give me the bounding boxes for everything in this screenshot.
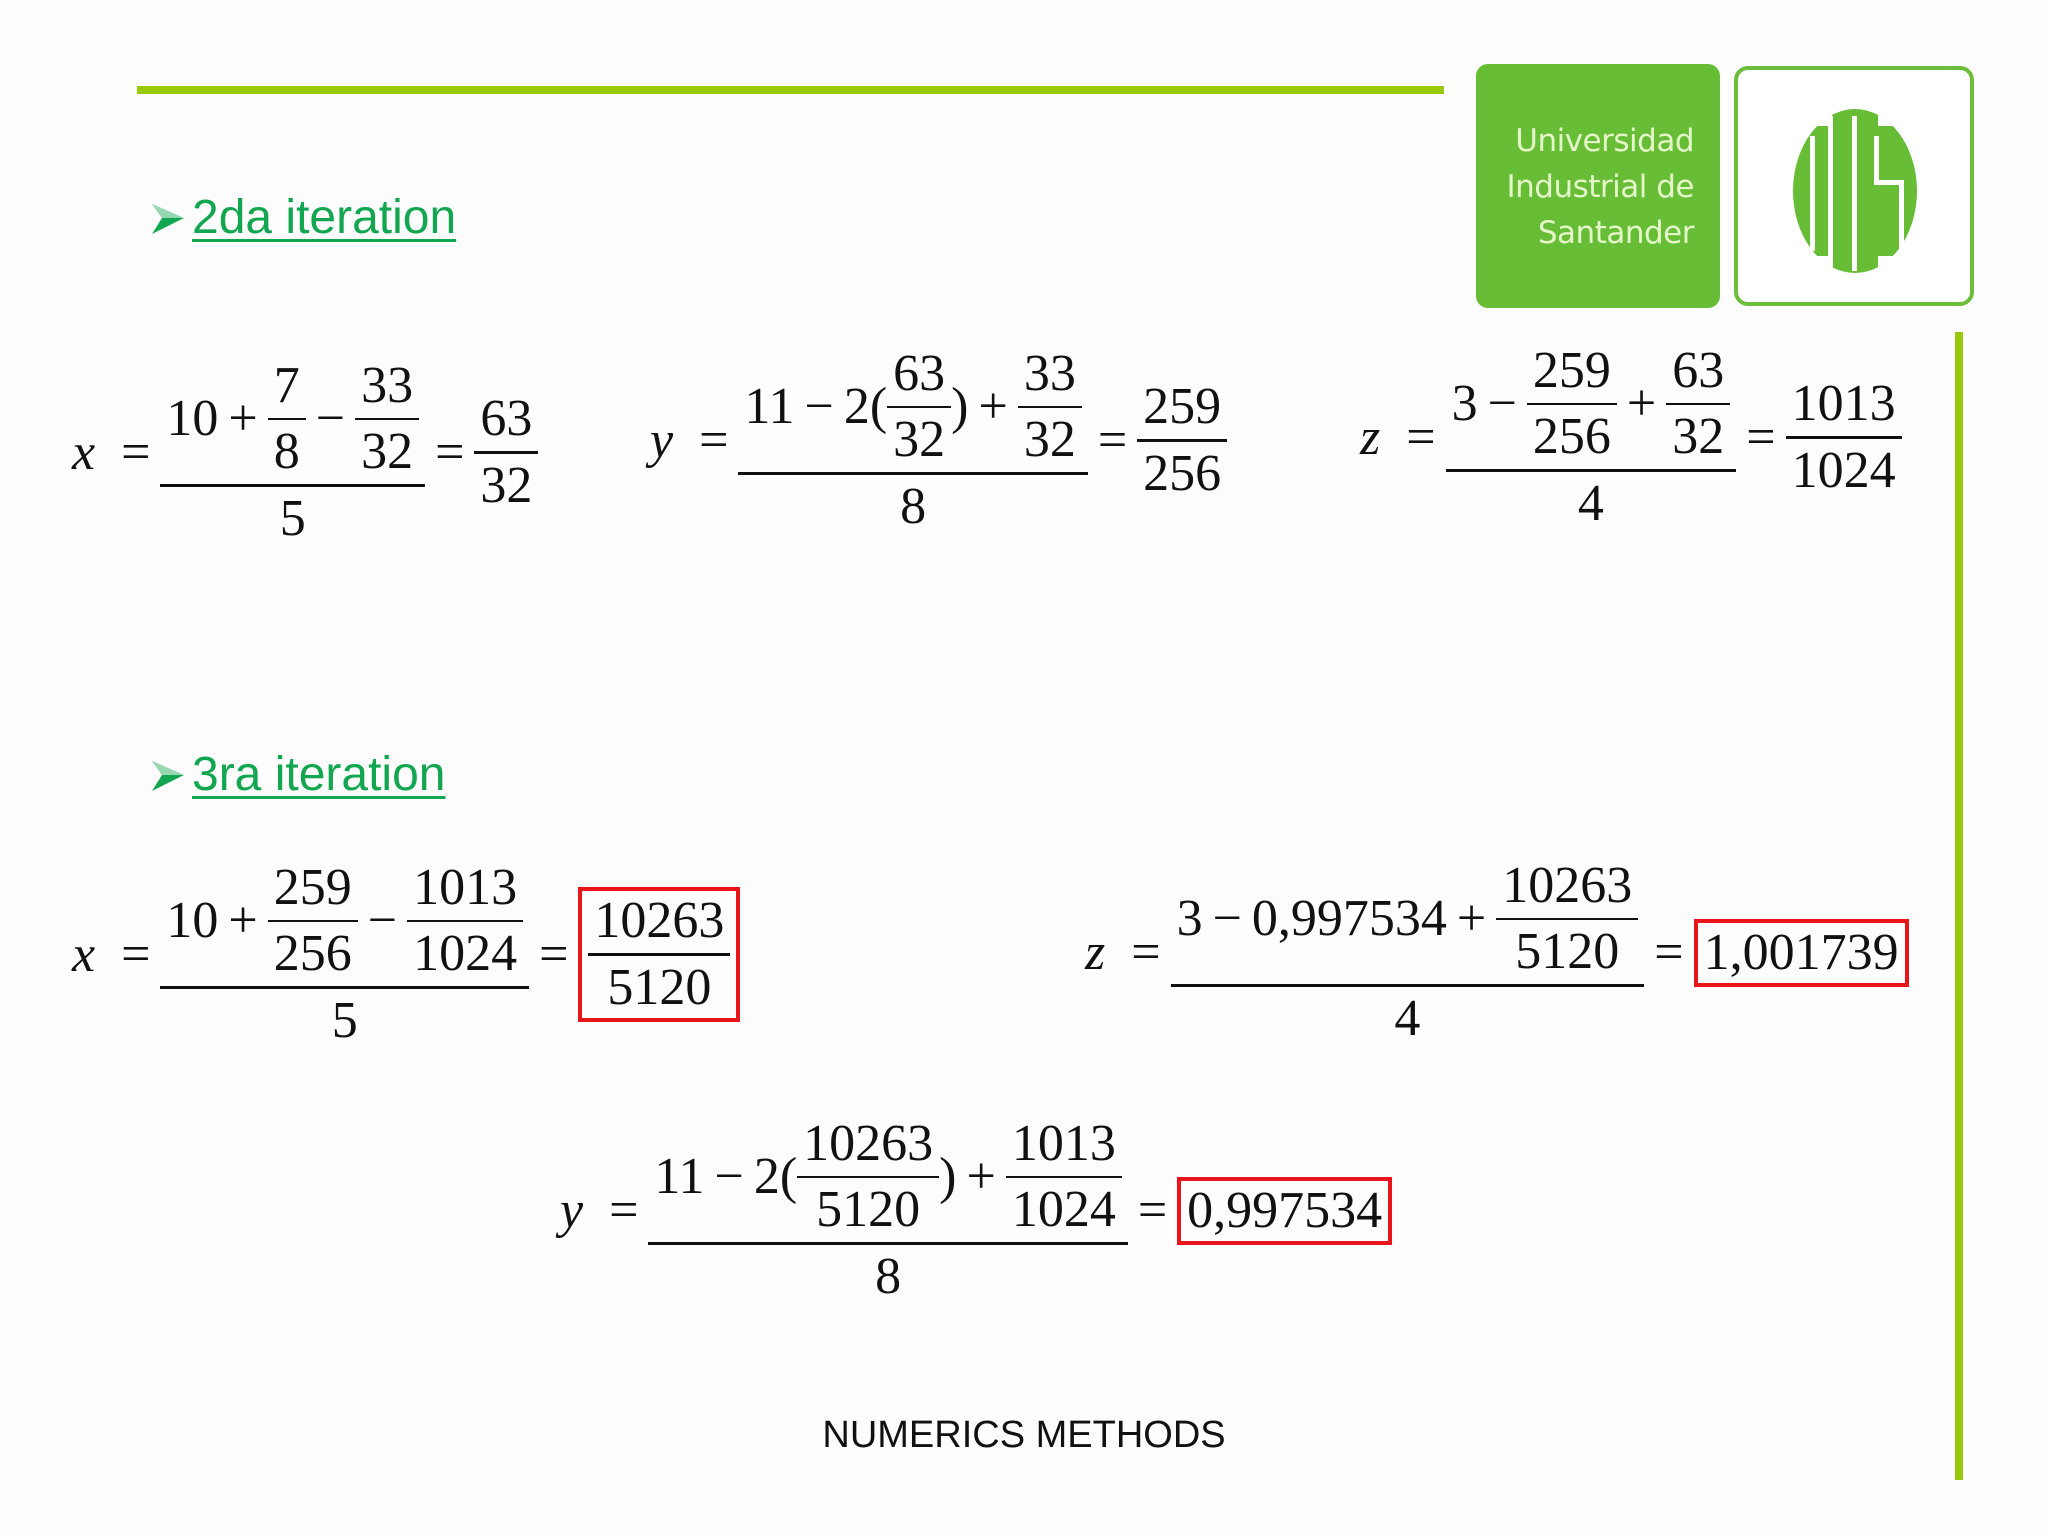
operator: + xyxy=(1626,375,1657,432)
variable-y: y xyxy=(650,411,674,469)
highlighted-result-z: 1,001739 xyxy=(1693,918,1909,987)
side-rule-divider xyxy=(1955,332,1963,1480)
top-rule-divider xyxy=(137,86,1444,94)
variable-x: x xyxy=(72,423,96,481)
term: 11 xyxy=(654,1148,705,1205)
variable-z: z xyxy=(1360,408,1381,466)
equals-sign: = xyxy=(699,411,729,469)
term: 10 xyxy=(166,892,219,949)
equals-sign: = xyxy=(435,423,465,481)
variable-y: y xyxy=(560,1181,584,1239)
term: 0,997534 xyxy=(1251,890,1447,947)
equals-sign: = xyxy=(1746,408,1776,466)
equals-sign: = xyxy=(1654,923,1684,981)
denominator: 4 xyxy=(1577,475,1604,532)
uis-emblem-logo xyxy=(1734,66,1974,306)
variable-z: z xyxy=(1085,923,1106,981)
logo-line-3: Santander xyxy=(1537,215,1695,251)
operator: + xyxy=(978,378,1008,435)
operator: + xyxy=(1456,890,1487,947)
section-heading-3ra-iteration: 3ra iteration xyxy=(150,747,445,802)
logo-line-2: Industrial de xyxy=(1506,169,1695,205)
denominator: 8 xyxy=(875,1248,902,1305)
equals-sign: = xyxy=(539,925,569,983)
equals-sign: = xyxy=(1097,411,1128,469)
equals-sign: = xyxy=(1406,408,1436,466)
operator: + xyxy=(966,1148,996,1205)
equals-sign: = xyxy=(121,925,151,983)
denominator: 5 xyxy=(331,992,358,1049)
operator: + xyxy=(228,390,258,447)
operator: − xyxy=(315,390,346,447)
coefficient: 2( xyxy=(753,1148,798,1205)
operator: − xyxy=(714,1148,744,1205)
term: 10 xyxy=(166,390,219,447)
paren: ) xyxy=(939,1148,957,1205)
term: 3 xyxy=(1176,890,1203,947)
variable-x: x xyxy=(72,925,96,983)
term: 11 xyxy=(744,378,795,435)
university-name-logo: Universidad Industrial de Santander xyxy=(1476,64,1720,308)
university-name: Universidad Industrial de Santander xyxy=(1507,118,1695,256)
heading-label: 2da iteration xyxy=(192,191,457,244)
operator: − xyxy=(804,378,834,435)
slide-footer: NUMERICS METHODS xyxy=(822,1414,1226,1456)
operator: − xyxy=(1487,375,1517,432)
denominator: 8 xyxy=(900,478,927,535)
arrow-bullet-icon xyxy=(152,760,184,791)
paren: ) xyxy=(951,378,969,435)
denominator: 4 xyxy=(1394,990,1421,1047)
arrow-bullet-icon xyxy=(152,203,184,234)
operator: + xyxy=(228,892,258,949)
highlighted-result-y: 0,997534 xyxy=(1177,1176,1393,1245)
equals-sign: = xyxy=(1137,1181,1168,1239)
operator: − xyxy=(367,892,398,949)
logo-line-1: Universidad xyxy=(1515,123,1694,159)
section-heading-2da-iteration: 2da iteration xyxy=(150,190,456,245)
uis-emblem-icon xyxy=(1793,109,1917,273)
equals-sign: = xyxy=(1131,923,1161,981)
equals-sign: = xyxy=(609,1181,639,1239)
heading-label: 3ra iteration xyxy=(192,748,446,801)
denominator: 5 xyxy=(279,490,306,547)
coefficient: 2( xyxy=(843,378,888,435)
operator: − xyxy=(1212,890,1242,947)
equals-sign: = xyxy=(121,423,151,481)
term: 3 xyxy=(1451,375,1478,432)
